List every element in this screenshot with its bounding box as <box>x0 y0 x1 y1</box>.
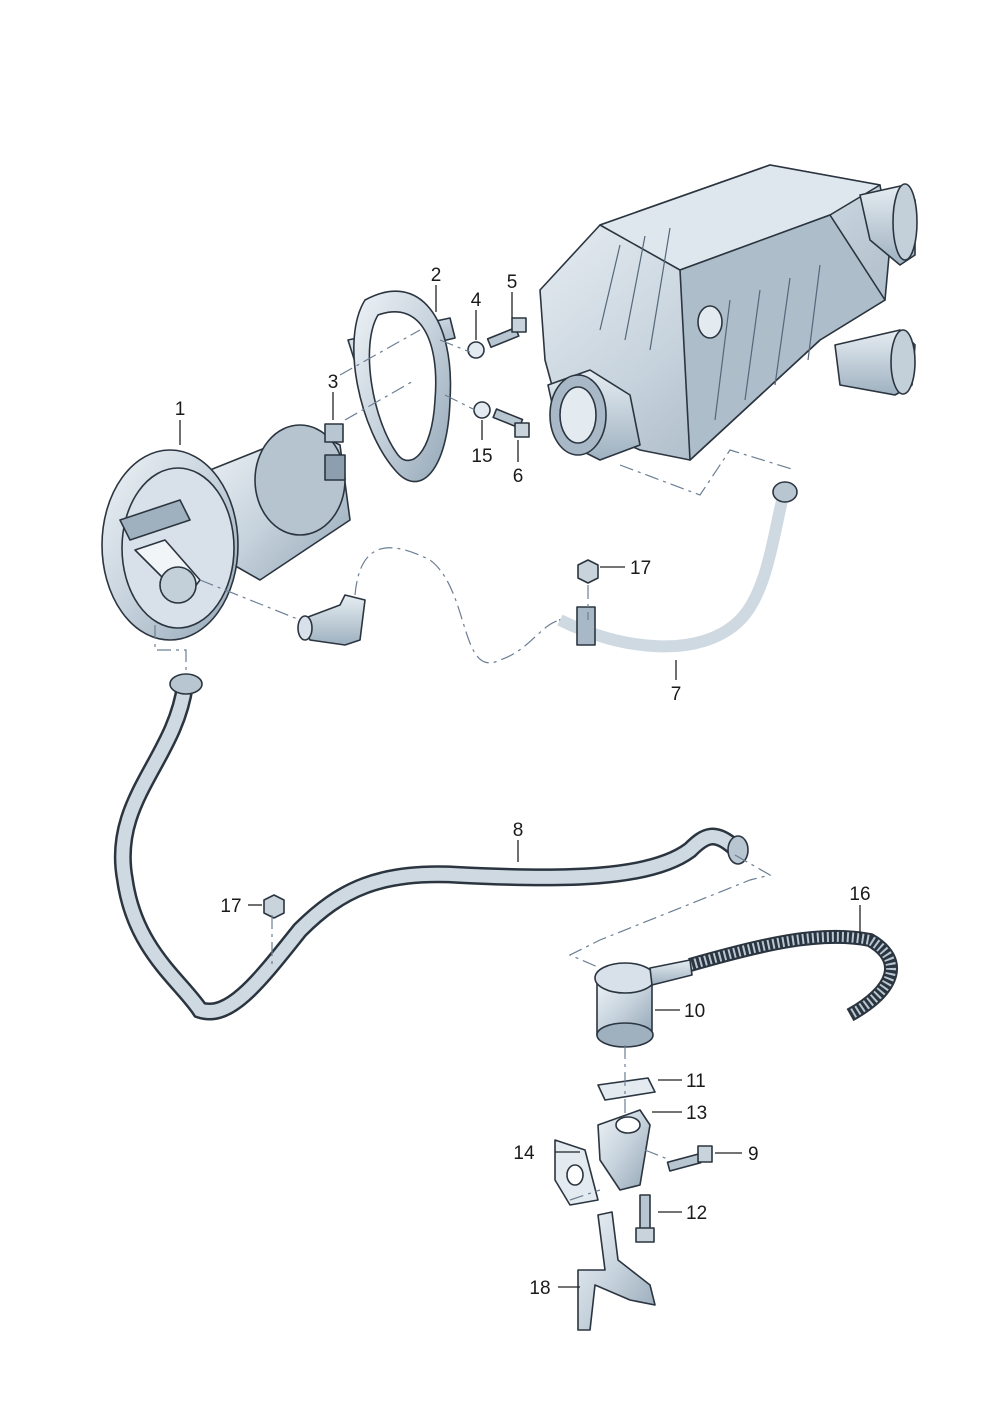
callout-5: 5 <box>507 272 518 293</box>
bolt-9 <box>666 1145 713 1172</box>
air-filter-housing <box>539 164 918 461</box>
gasket-11 <box>597 1077 656 1101</box>
gasket-14 <box>554 1139 599 1206</box>
washer-15 <box>473 401 491 419</box>
flange-13 <box>597 1109 651 1191</box>
assembly-guide-lines <box>154 329 796 1201</box>
callout-1: 1 <box>175 399 186 420</box>
callout-11: 11 <box>686 1071 706 1092</box>
hose-16 <box>688 929 898 1022</box>
mounting-bracket-and-gasket <box>347 290 456 483</box>
bolt-6 <box>492 408 530 438</box>
washer-4 <box>467 341 485 359</box>
callout-labels: 1 2 3 4 5 6 7 8 9 10 11 12 13 14 15 16 1… <box>175 265 871 1299</box>
elbow-connector <box>297 594 366 646</box>
nut-17-upper <box>577 559 599 584</box>
bracket-18 <box>577 1211 656 1331</box>
nut-17-lower <box>263 894 285 919</box>
secondary-air-pump <box>101 424 351 641</box>
stud-3 <box>324 423 344 443</box>
callout-17-lower: 17 <box>220 896 241 917</box>
callout-10: 10 <box>684 1001 705 1022</box>
callout-14: 14 <box>513 1143 535 1164</box>
callout-2: 2 <box>431 265 442 286</box>
callout-17-upper: 17 <box>630 558 651 579</box>
leader-lines <box>179 285 861 1288</box>
hose-7 <box>557 481 798 653</box>
bolt-5 <box>486 317 527 349</box>
hose-8 <box>113 673 749 1021</box>
callout-15: 15 <box>471 446 492 467</box>
combination-valve-10 <box>594 959 693 1048</box>
callout-18: 18 <box>529 1278 550 1299</box>
callout-9: 9 <box>748 1144 759 1165</box>
callout-8: 8 <box>513 820 524 841</box>
callout-6: 6 <box>513 466 524 487</box>
bolt-12 <box>635 1194 655 1243</box>
callout-12: 12 <box>686 1203 707 1224</box>
callout-16: 16 <box>849 884 870 905</box>
callout-7: 7 <box>671 684 682 705</box>
callout-13: 13 <box>686 1103 707 1124</box>
callout-4: 4 <box>471 290 482 311</box>
callout-3: 3 <box>328 372 339 393</box>
